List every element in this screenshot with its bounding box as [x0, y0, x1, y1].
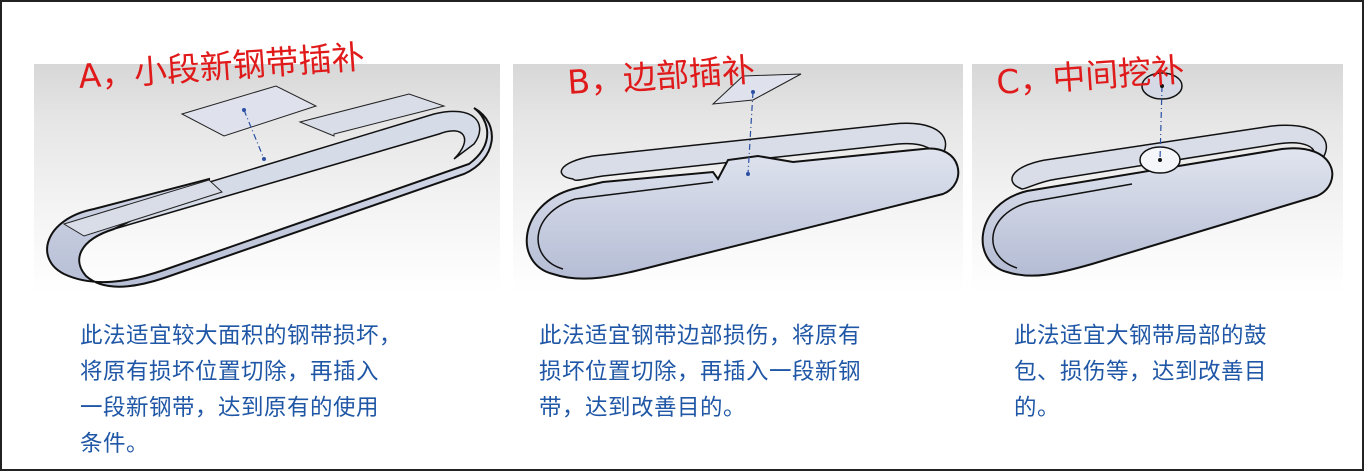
insert-axis-point-top: [751, 90, 755, 94]
desc-line: 的。: [1014, 395, 1061, 421]
belt-inner-rim: [992, 183, 1133, 269]
desc-line: 此法适宜钢带边部损伤，将原有: [539, 323, 862, 349]
belt-outer-surface: [46, 107, 493, 288]
patch-axis-point-top: [1160, 84, 1164, 88]
insert-axis-point-bottom: [262, 157, 266, 161]
desc-line: 将原有损坏位置切除，再插入: [80, 359, 380, 385]
desc-line: 损坏位置切除，再插入一段新钢: [539, 359, 862, 385]
desc-line: 此法适宜大钢带局部的鼓: [1014, 323, 1268, 349]
desc-line: 此法适宜较大面积的钢带损坏，: [80, 323, 403, 349]
panel-a-belt-svg: [46, 85, 493, 288]
insert-axis-line: [243, 109, 265, 160]
cut-strip-lower: [62, 179, 223, 237]
desc-line: 带，达到改善目的。: [539, 395, 747, 421]
panel-c: C，中间挖补 此法适宜大钢带局部的鼓 包、损伤等，达到改善目 的。: [972, 0, 1362, 471]
insert-axis-line: [747, 91, 754, 175]
panel-b-description: 此法适宜钢带边部损伤，将原有 损坏位置切除，再插入一段新钢 带，达到改善目的。: [539, 318, 861, 426]
belt-front-surface: [525, 147, 960, 280]
panel-b: B，边部插补 此法适宜钢带边部损伤，将原有 损坏位置切除，再插入一段新钢 带，达…: [513, 0, 963, 471]
insert-axis-point-top: [242, 108, 246, 112]
panel-c-description: 此法适宜大钢带局部的鼓 包、损伤等，达到改善目 的。: [1014, 318, 1267, 426]
desc-line: 一段新钢带，达到原有的使用: [80, 395, 380, 421]
desc-line: 包、损伤等，达到改善目: [1014, 359, 1268, 385]
panel-a-illustration: [34, 64, 500, 294]
panel-c-belt-svg: [981, 72, 1334, 277]
belt-inner-surface: [53, 110, 481, 276]
panel-b-illustration: [513, 64, 963, 294]
edge-insert-patch: [711, 73, 802, 105]
panel-b-belt-svg: [525, 73, 960, 280]
desc-line: 条件。: [80, 431, 150, 457]
cut-strip-right: [298, 93, 446, 137]
belt-front-surface: [981, 147, 1334, 277]
insert-axis-point-bottom: [746, 172, 750, 176]
patch-axis-point-bottom: [1158, 158, 1162, 162]
panel-a: A，小段新钢带插补 此法适宜较大面积的钢带损坏， 将原有损坏位置切除，再插入 一…: [0, 0, 500, 471]
new-steel-insert: [180, 85, 318, 137]
patch-axis-line: [1159, 85, 1163, 161]
panel-a-description: 此法适宜较大面积的钢带损坏， 将原有损坏位置切除，再插入 一段新钢带，达到原有的…: [80, 318, 402, 462]
panel-c-illustration: [972, 64, 1343, 294]
belt-inner-rim: [537, 181, 714, 270]
